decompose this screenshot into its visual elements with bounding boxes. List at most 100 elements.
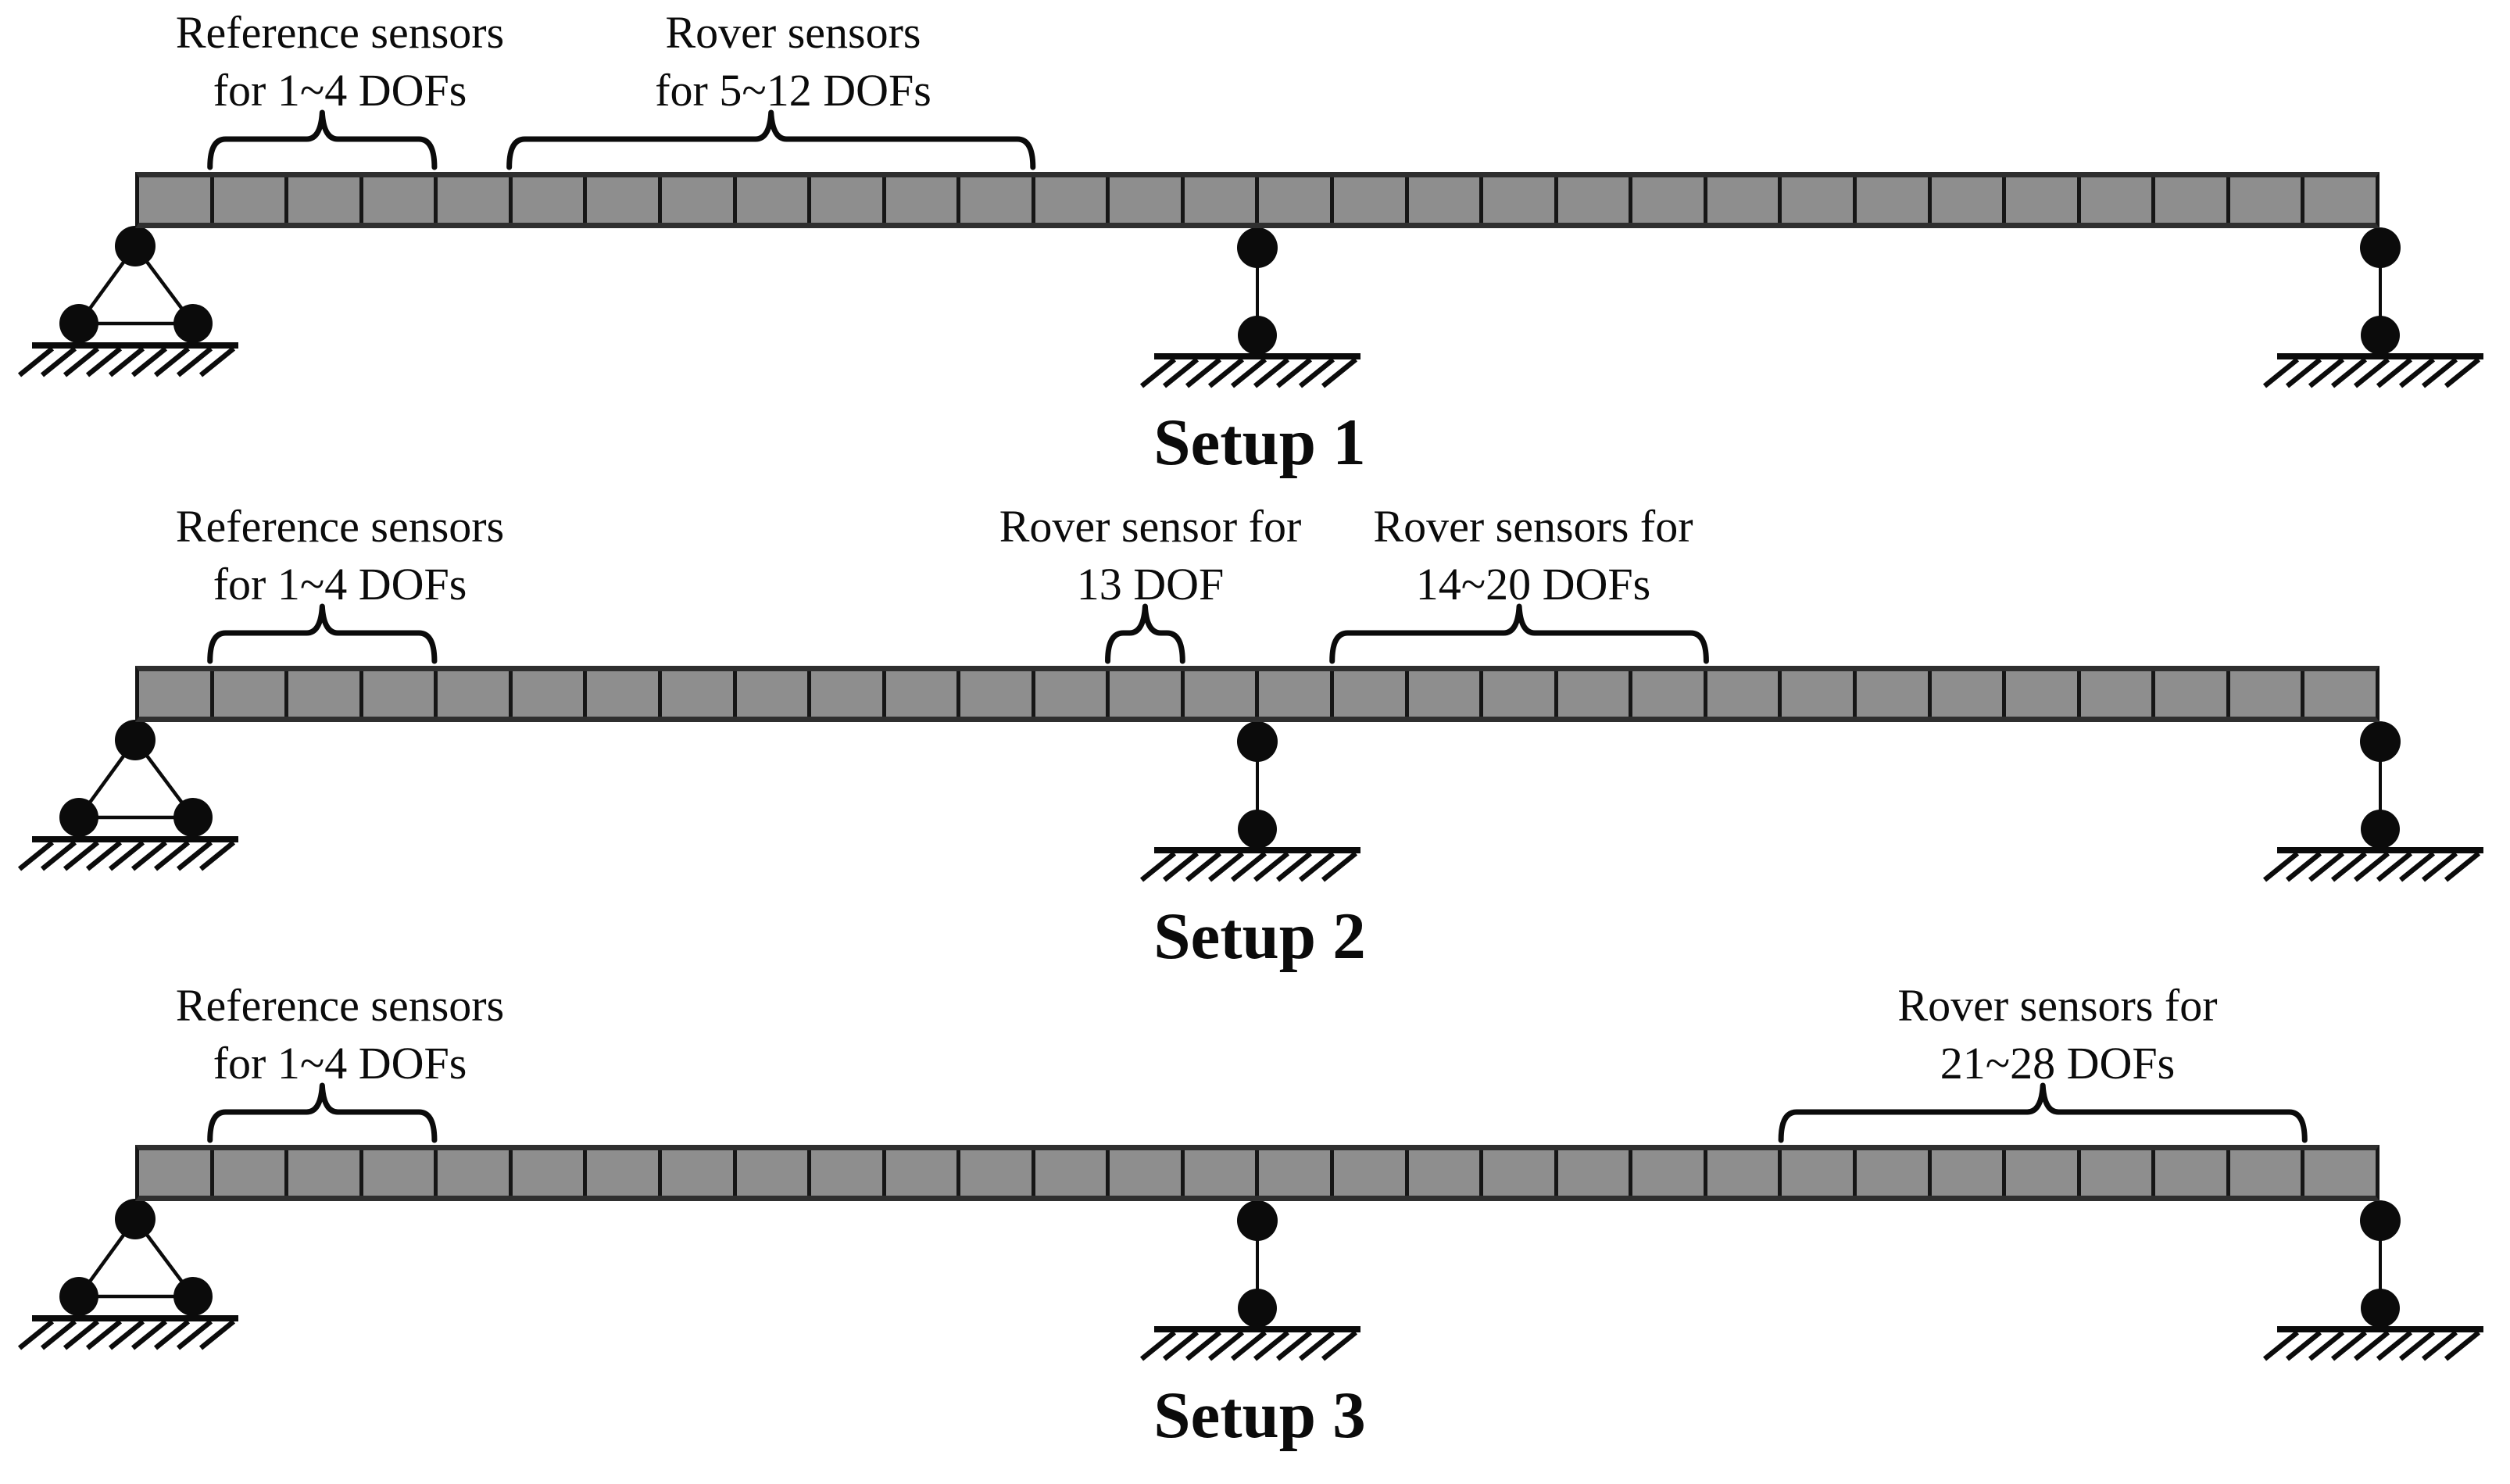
beam-segment bbox=[960, 1150, 1035, 1196]
beam-segment bbox=[1259, 671, 1334, 717]
beam-segment bbox=[2155, 1150, 2230, 1196]
ground-line bbox=[2277, 353, 2483, 359]
sensor-label-line1: Reference sensors bbox=[175, 501, 505, 552]
support-hinge-circle bbox=[115, 720, 156, 760]
beam-segment bbox=[811, 177, 886, 223]
beam-segment bbox=[1857, 177, 1932, 223]
beam-segment bbox=[513, 177, 588, 223]
beam-segment bbox=[2081, 1150, 2156, 1196]
support-hinge-circle bbox=[59, 1277, 98, 1316]
sensor-range-brace bbox=[506, 109, 1036, 170]
beam-segment bbox=[363, 1150, 438, 1196]
ground-hatch bbox=[2262, 357, 2481, 388]
support-link-line bbox=[77, 738, 137, 819]
support-hinge-circle bbox=[2361, 810, 2400, 849]
beam-segment bbox=[1632, 1150, 1707, 1196]
beam-segment bbox=[1483, 1150, 1558, 1196]
beam-segment bbox=[811, 1150, 886, 1196]
reference-sensors-label: Reference sensors for 1~4 DOFs bbox=[43, 977, 637, 1092]
beam-segment bbox=[1782, 671, 1857, 717]
beam-segment bbox=[2304, 177, 2376, 223]
sensor-range-brace bbox=[1329, 603, 1709, 664]
beam-segment bbox=[886, 1150, 961, 1196]
sensor-label-line2: for 5~12 DOFs bbox=[655, 65, 931, 116]
beam-segment bbox=[737, 1150, 812, 1196]
beam-segment bbox=[363, 671, 438, 717]
setup-caption: Setup 2 bbox=[1153, 899, 1366, 973]
beam-segment bbox=[1409, 177, 1484, 223]
beam-segment bbox=[288, 671, 363, 717]
beam-segment bbox=[513, 1150, 588, 1196]
beam-segment bbox=[1632, 177, 1707, 223]
beam-segment bbox=[1185, 671, 1260, 717]
beam-segment bbox=[1110, 1150, 1185, 1196]
beam bbox=[135, 172, 2379, 228]
beam-segment bbox=[1782, 1150, 1857, 1196]
beam-segment bbox=[1558, 177, 1633, 223]
beam-segment bbox=[2081, 177, 2156, 223]
beam-segment bbox=[1409, 1150, 1484, 1196]
sensor-label-line1: Reference sensors bbox=[175, 980, 505, 1031]
beam-segment bbox=[886, 177, 961, 223]
ground-hatch bbox=[17, 840, 236, 871]
beam-segment bbox=[214, 177, 289, 223]
ground-line bbox=[32, 342, 238, 349]
beam-segment bbox=[1932, 671, 2007, 717]
sensor-label-line2: 21~28 DOFs bbox=[1940, 1038, 2176, 1089]
beam-segment bbox=[1558, 671, 1633, 717]
beam-segment bbox=[1857, 1150, 1932, 1196]
beam-segment bbox=[2155, 177, 2230, 223]
beam-segment bbox=[662, 671, 737, 717]
ground-hatch bbox=[2262, 851, 2481, 882]
support-link-line bbox=[77, 1218, 137, 1298]
beam-segment bbox=[811, 671, 886, 717]
support-hinge-circle bbox=[115, 226, 156, 266]
beam-segment bbox=[1483, 177, 1558, 223]
beam-segment bbox=[2006, 671, 2081, 717]
support-link-line bbox=[134, 738, 195, 819]
beam-segment bbox=[2155, 671, 2230, 717]
sensor-label-line2: for 1~4 DOFs bbox=[213, 559, 467, 610]
sensor-range-brace bbox=[207, 109, 438, 170]
sensor-range-brace bbox=[1778, 1082, 2308, 1143]
beam-segment bbox=[513, 671, 588, 717]
support-hinge-circle bbox=[1237, 1200, 1278, 1241]
beam-segment bbox=[2230, 671, 2305, 717]
beam-segment bbox=[1035, 1150, 1110, 1196]
beam-segment bbox=[2304, 671, 2376, 717]
sensor-label-line2: 14~20 DOFs bbox=[1415, 559, 1651, 610]
beam-segment bbox=[960, 177, 1035, 223]
beam-segment bbox=[2230, 177, 2305, 223]
beam-segment bbox=[2304, 1150, 2376, 1196]
beam-segment bbox=[2081, 671, 2156, 717]
support-hinge-circle bbox=[2361, 316, 2400, 355]
ground-line bbox=[32, 836, 238, 842]
sensor-label-line1: Rover sensor for bbox=[999, 501, 1302, 552]
support-hinge-circle bbox=[2360, 227, 2401, 268]
sensor-label-line1: Rover sensors for bbox=[1897, 980, 2218, 1031]
ground-hatch bbox=[2262, 1330, 2481, 1361]
support-hinge-circle bbox=[1238, 1289, 1277, 1328]
beam bbox=[135, 666, 2379, 722]
support-link-line bbox=[134, 1218, 195, 1298]
beam-segment bbox=[1707, 671, 1782, 717]
beam-segment bbox=[737, 671, 812, 717]
beam-segment bbox=[139, 177, 214, 223]
setup-caption: Setup 1 bbox=[1153, 406, 1366, 479]
beam-segment bbox=[1259, 1150, 1334, 1196]
beam-segment bbox=[1334, 671, 1409, 717]
beam-segment bbox=[214, 671, 289, 717]
support-hinge-circle bbox=[115, 1199, 156, 1239]
sensor-range-brace bbox=[207, 1082, 438, 1143]
ground-hatch bbox=[1139, 357, 1358, 388]
beam-segment bbox=[363, 177, 438, 223]
support-hinge-circle bbox=[59, 798, 98, 837]
beam-segment bbox=[1932, 177, 2007, 223]
beam-segment bbox=[1185, 177, 1260, 223]
sensor-label-line2: for 1~4 DOFs bbox=[213, 1038, 467, 1089]
beam-segment bbox=[960, 671, 1035, 717]
